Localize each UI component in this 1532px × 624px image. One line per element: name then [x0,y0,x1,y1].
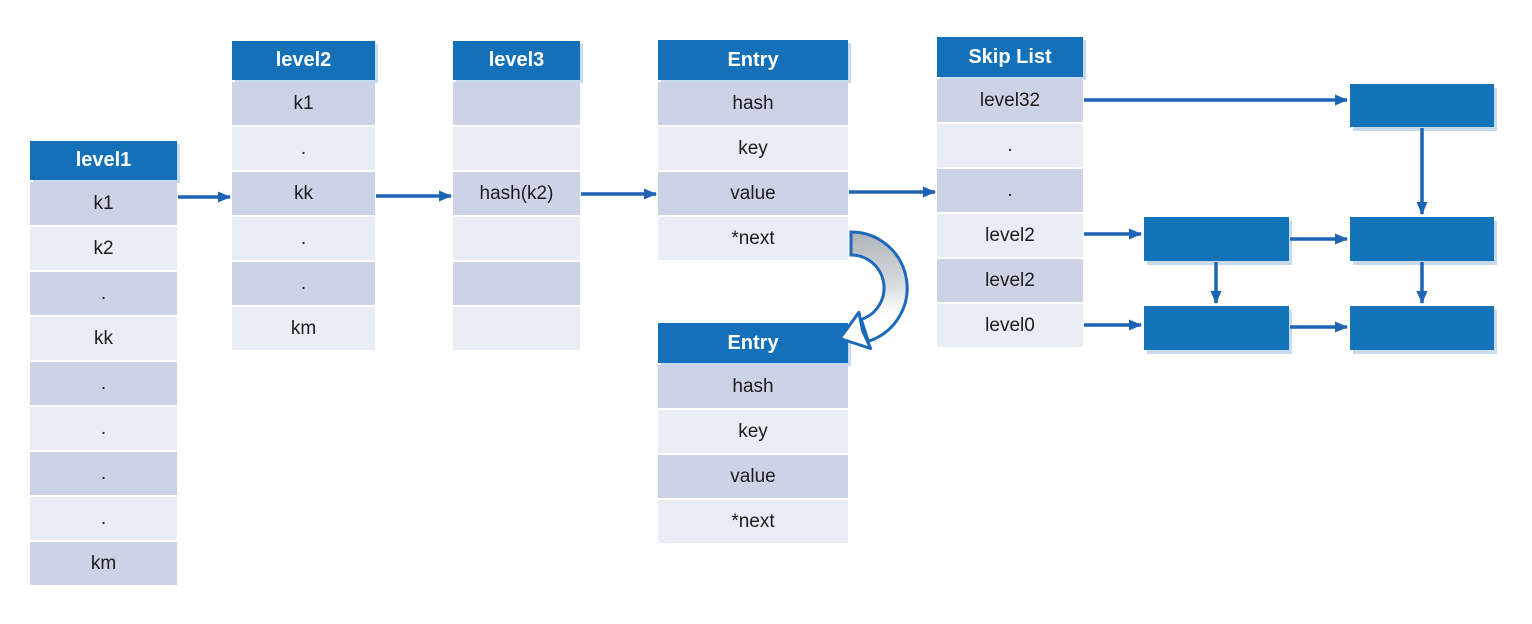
table-row: level2 [937,259,1083,302]
table-row: k2 [30,227,177,270]
table-row: hash(k2) [453,172,580,215]
table-row: km [30,542,177,585]
table-row [453,262,580,305]
table-level2-header: level2 [232,41,375,80]
table-row [453,82,580,125]
table-row [453,217,580,260]
table-row: . [937,169,1083,212]
table-row: . [30,407,177,450]
table-row: km [232,307,375,350]
table-row: *next [658,217,848,260]
skiplist-node-level32 [1350,84,1494,127]
table-level1-header: level1 [30,141,177,180]
table-row: level2 [937,214,1083,257]
table-level2: level2 k1 . kk . . km [232,41,375,350]
table-row: . [30,452,177,495]
table-row: . [232,127,375,170]
table-row: hash [658,82,848,125]
table-row: . [232,217,375,260]
table-row: hash [658,365,848,408]
skiplist-node-level2-first [1144,217,1289,261]
table-level3-header: level3 [453,41,580,80]
table-level3: level3 hash(k2) [453,41,580,350]
table-skip-list-header: Skip List [937,37,1083,77]
table-entry-bottom: Entry hash key value *next [658,323,848,543]
table-entry-top: Entry hash key value *next [658,40,848,260]
table-entry-bottom-header: Entry [658,323,848,363]
table-row: . [232,262,375,305]
table-row: key [658,127,848,170]
skiplist-node-level0-first [1144,306,1289,350]
table-row: . [30,272,177,315]
table-level1: level1 k1 k2 . kk . . . . km [30,141,177,585]
table-row: . [30,497,177,540]
table-row [453,307,580,350]
table-row: *next [658,500,848,543]
table-skip-list: Skip List level32 . . level2 level2 leve… [937,37,1083,347]
next-pointer-curved-arrow-band [849,230,909,344]
table-row: level32 [937,79,1083,122]
table-row: k1 [232,82,375,125]
table-row: . [937,124,1083,167]
table-entry-top-header: Entry [658,40,848,80]
table-row: key [658,410,848,453]
table-row [453,127,580,170]
table-row: value [658,172,848,215]
table-row: level0 [937,304,1083,347]
skiplist-node-level2-second [1350,217,1494,261]
table-row: kk [232,172,375,215]
table-row: kk [30,317,177,360]
table-row: k1 [30,182,177,225]
table-row: value [658,455,848,498]
skiplist-node-level0-second [1350,306,1494,350]
table-row: . [30,362,177,405]
